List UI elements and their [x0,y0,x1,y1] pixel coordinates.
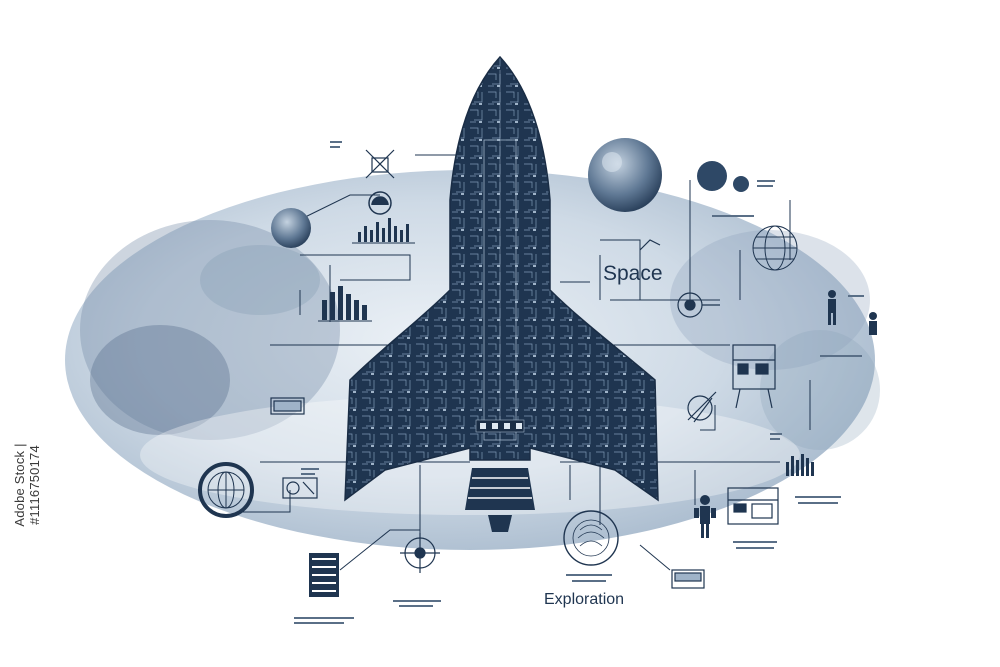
bar-chart-small-icon [352,218,415,244]
bar-chart-right-icon [786,454,814,476]
astronaut-icon [694,290,877,538]
bar-chart-icon [318,286,372,322]
computer-icon [270,397,705,589]
stock-watermark: Adobe Stock | #1116750174 [12,443,42,527]
planet-icon [588,138,662,212]
radar-globe-icon [198,462,254,518]
wireframe-globe-icon [752,225,798,271]
annotation-marks [294,141,864,624]
engine-part-icon [282,477,318,499]
gauge-icon [368,191,392,215]
fingerprint-icon [563,510,619,566]
drafting-tool-icon [687,391,717,423]
moon-icon [271,208,311,248]
target-icon [400,533,440,573]
exploration-label: Exploration [544,591,625,608]
space-label: Space [603,262,663,285]
server-icon [309,553,339,597]
satellite-dish-icon [639,239,720,318]
small-planet-icon [697,161,749,192]
machine-icon [727,344,779,525]
rocket-icon [344,55,659,532]
satellite-icon [365,149,395,179]
